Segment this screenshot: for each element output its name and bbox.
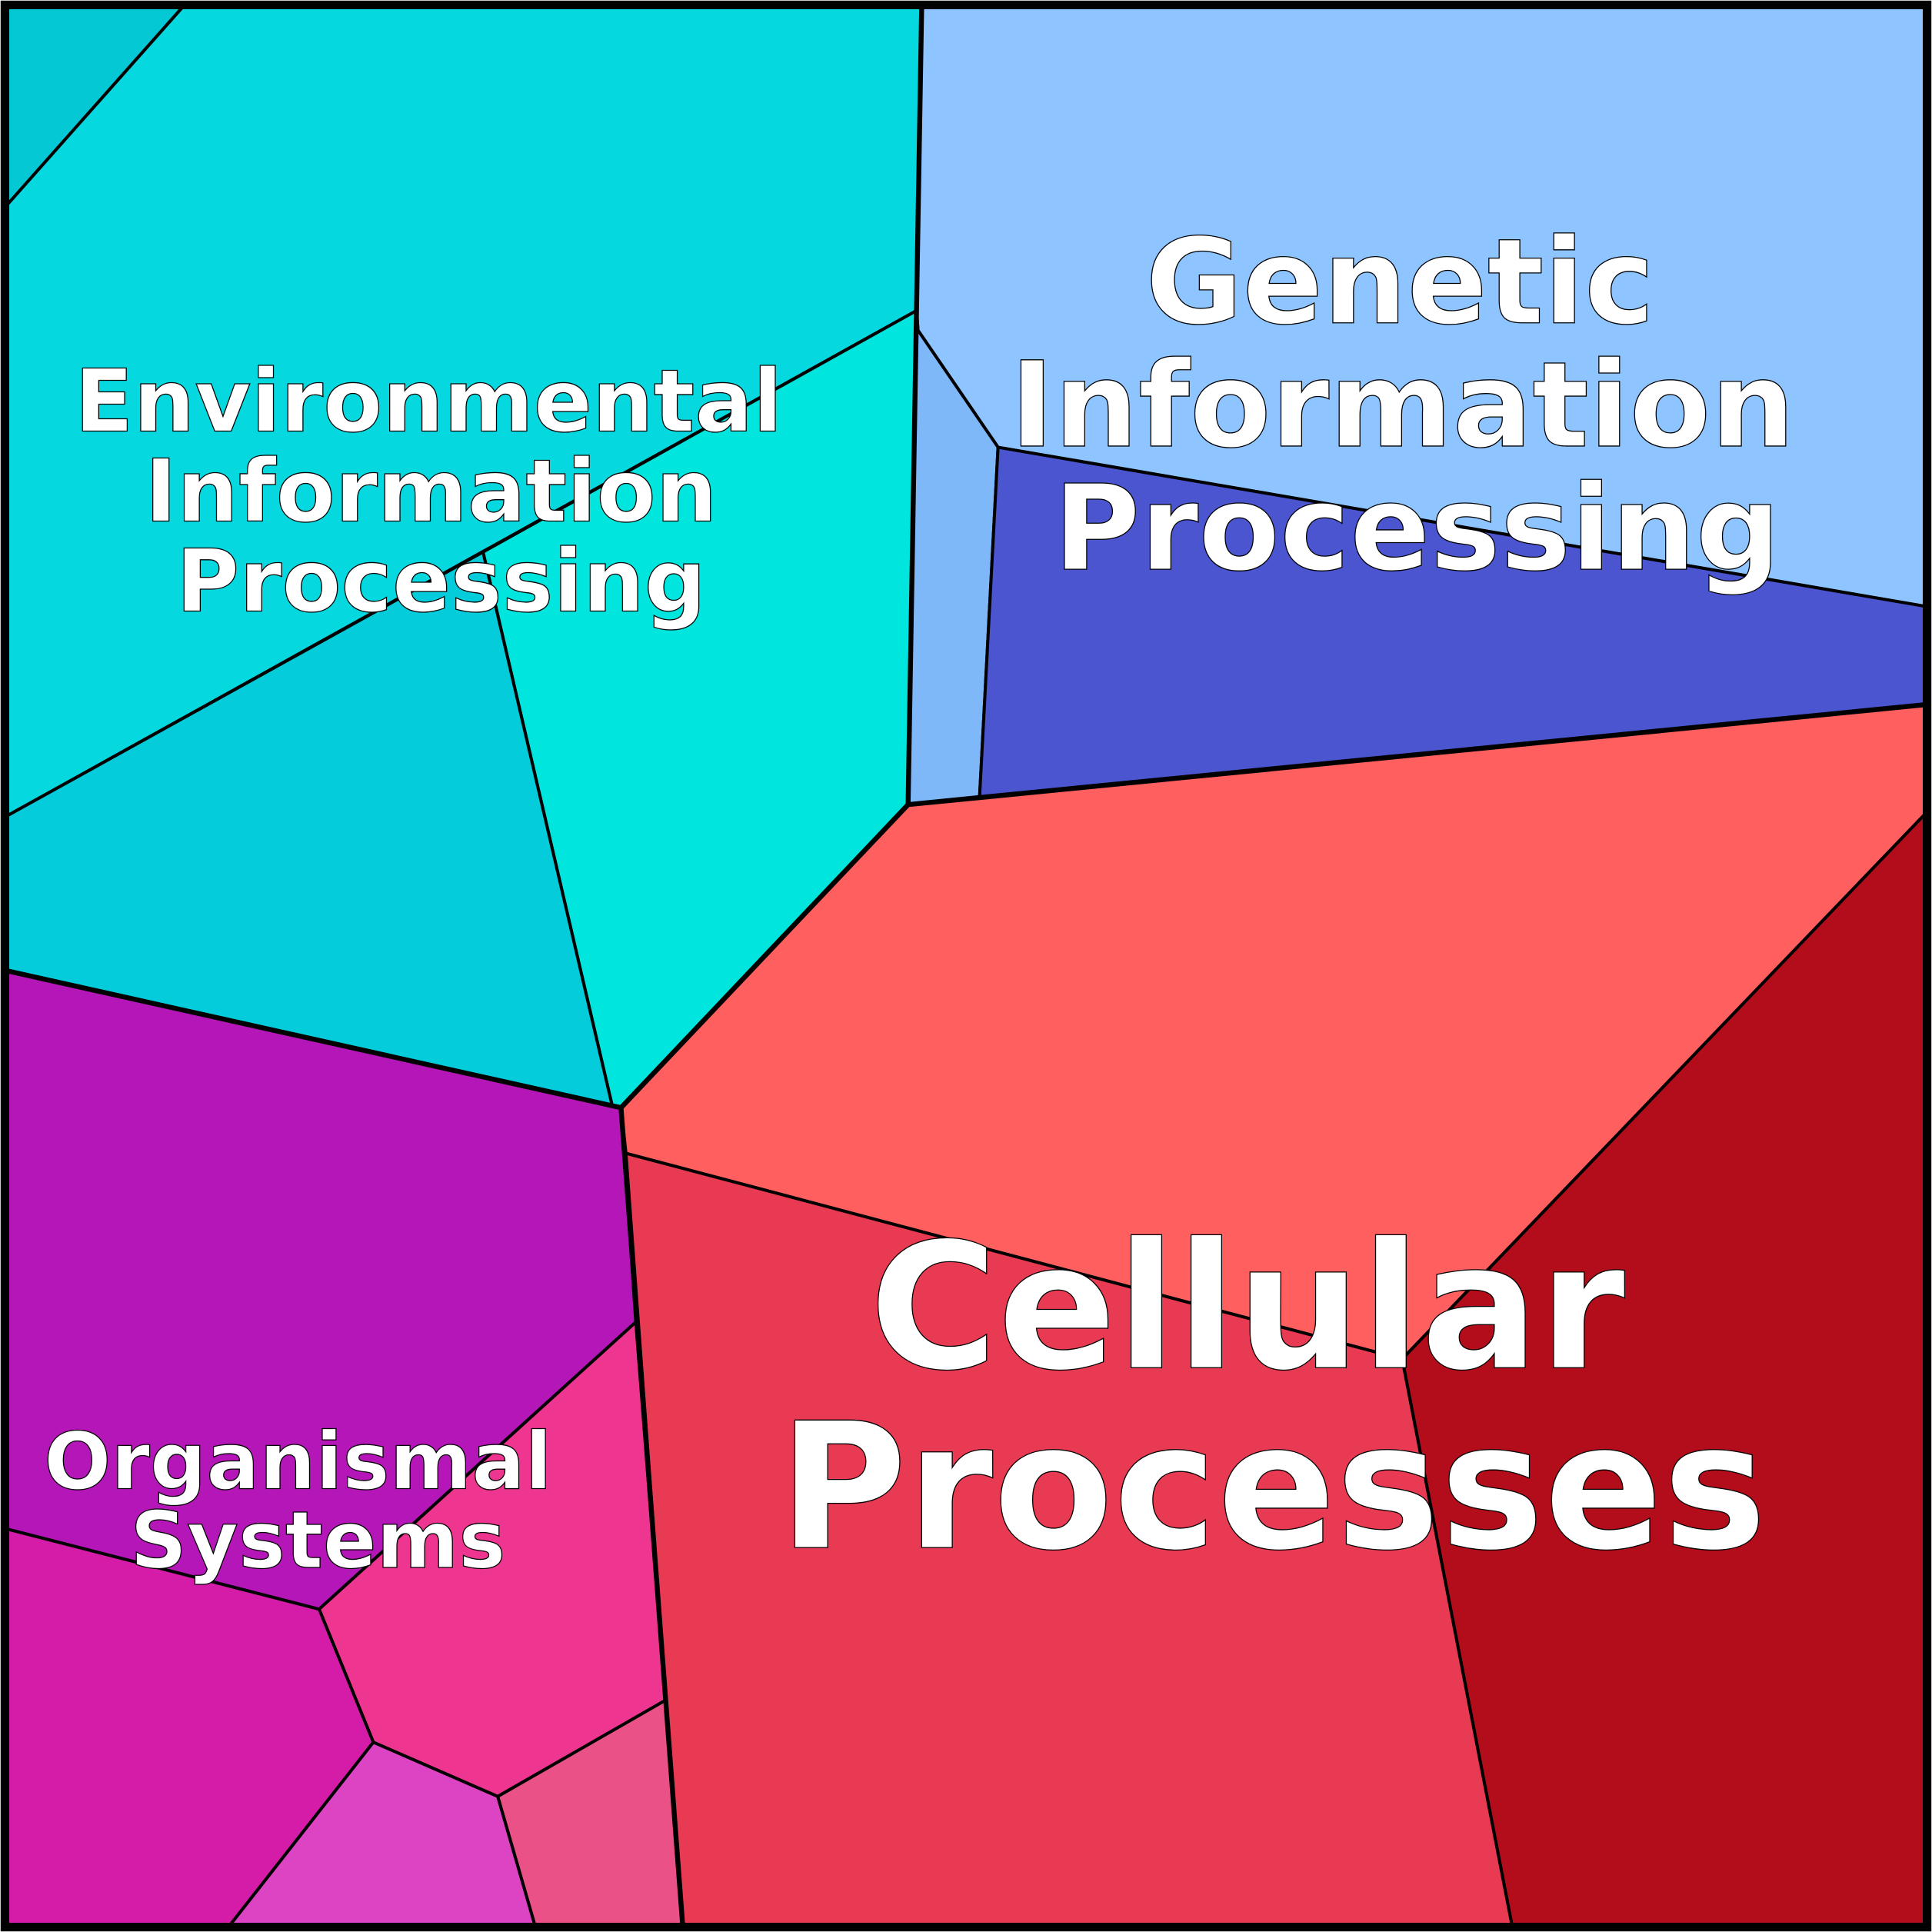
label-environmental: Environmental Information Processing <box>75 352 813 632</box>
organismal-region <box>5 968 685 1927</box>
label-genetic: Genetic Information Processing <box>1010 214 1836 598</box>
label-cellular: Cellular Processes <box>779 1205 1767 1589</box>
cellular-region <box>619 703 1927 1927</box>
genetic-region <box>906 5 1927 807</box>
region-borders <box>6 7 1925 1925</box>
label-organismal: Organismal Systems <box>44 1416 579 1587</box>
